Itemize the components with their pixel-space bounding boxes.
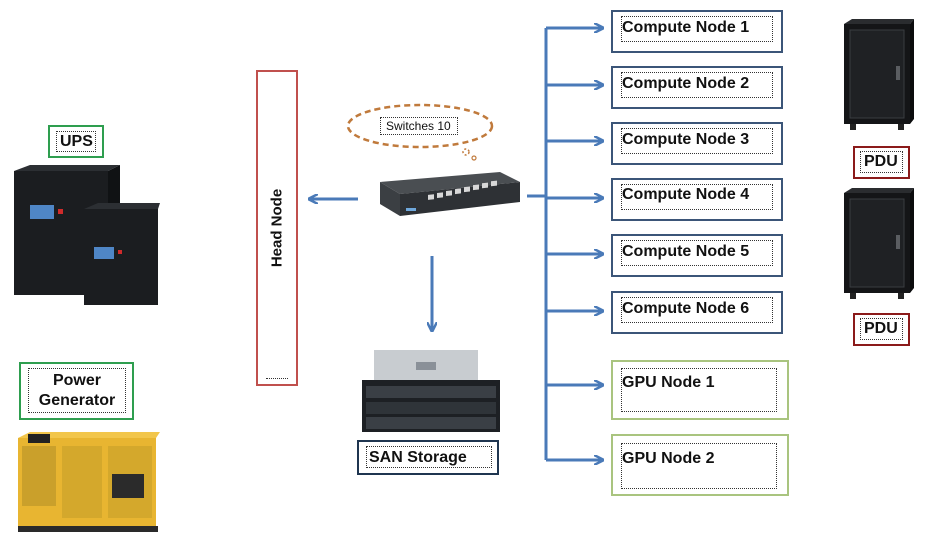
head-node-dots <box>266 378 288 379</box>
network-switch-image <box>380 172 520 216</box>
gpu-node-1-inner <box>621 368 777 412</box>
server-rack-image <box>844 19 914 130</box>
compute-node-1-inner <box>621 16 773 42</box>
compute-node-4-box <box>611 178 783 221</box>
power-generator-label: Power Generator <box>38 372 116 409</box>
compute-node-2-label: Compute Node 2 <box>622 75 750 92</box>
compute-node-4-label: Compute Node 4 <box>622 186 750 203</box>
compute-node-1-label: Compute Node 1 <box>622 19 750 36</box>
compute-node-3-inner <box>621 128 773 154</box>
compute-node-2-inner <box>621 72 773 98</box>
compute-node-1-box <box>611 10 783 53</box>
compute-node-6-box <box>611 291 783 334</box>
gpu-node-2-box <box>611 434 789 496</box>
server-rack-image <box>844 188 914 299</box>
compute-node-3-box <box>611 122 783 165</box>
head-node-box <box>256 70 298 386</box>
compute-node-6-inner <box>621 297 773 323</box>
compute-node-6-label: Compute Node 6 <box>622 300 750 317</box>
switch-callout-bubble <box>346 103 494 149</box>
compute-node-5-label: Compute Node 5 <box>622 243 750 260</box>
switch-callout-label: Switches 10 <box>386 119 451 133</box>
gpu-node-1-label: GPU Node 1 <box>622 374 715 391</box>
ups-box <box>48 125 104 158</box>
san-storage-box <box>357 440 499 475</box>
ups-label: UPS <box>60 133 93 150</box>
san-storage-image <box>362 350 500 432</box>
pdu-2-inner <box>860 318 903 340</box>
pdu-1-label: PDU <box>864 153 898 170</box>
gpu-node-2-inner <box>621 443 777 489</box>
gpu-node-1-box <box>611 360 789 420</box>
power-generator-inner <box>28 368 126 413</box>
compute-node-3-label: Compute Node 3 <box>622 131 750 148</box>
head-node-label: Head Node <box>268 188 286 268</box>
san-storage-inner <box>366 446 492 468</box>
san-storage-label: SAN Storage <box>369 449 467 466</box>
callout-tail-dot <box>471 155 477 161</box>
gpu-node-2-label: GPU Node 2 <box>622 450 715 467</box>
ups-inner <box>56 131 96 152</box>
callout-tail-dot <box>462 148 470 156</box>
pdu-1-inner <box>860 151 903 173</box>
compute-node-4-inner <box>621 184 773 210</box>
compute-node-5-inner <box>621 240 773 266</box>
switch-callout-label-box <box>380 117 458 135</box>
ups-image <box>14 165 160 305</box>
compute-node-5-box <box>611 234 783 277</box>
pdu-2-label: PDU <box>864 320 898 337</box>
power-generator-box <box>19 362 134 420</box>
generator-image <box>18 432 160 532</box>
compute-node-2-box <box>611 66 783 109</box>
